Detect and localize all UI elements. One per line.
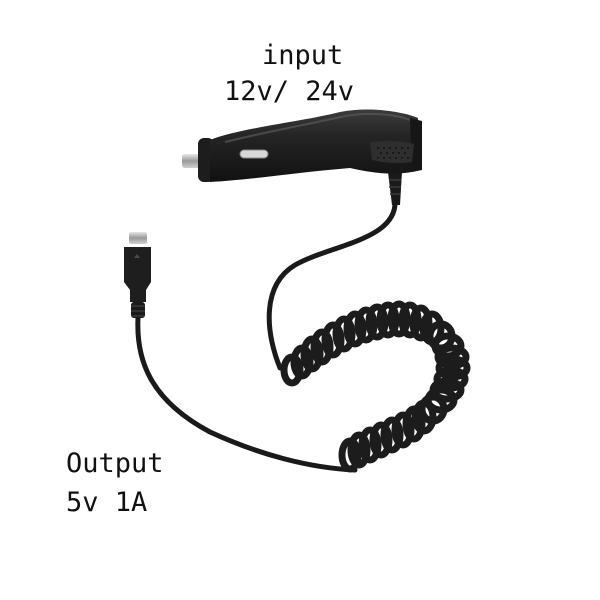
straight-cable	[135, 315, 358, 473]
upper-cable	[266, 197, 398, 371]
led-indicator-icon	[239, 149, 269, 159]
input-label: input	[262, 40, 344, 71]
output-rating-label: 5v 1A	[66, 487, 148, 518]
micro-usb-plug	[129, 232, 147, 244]
usb-logo-icon	[134, 254, 140, 258]
charger-body	[182, 109, 422, 182]
output-label: Output	[66, 448, 164, 479]
micro-usb-connector	[124, 232, 151, 318]
grip-texture	[370, 140, 414, 164]
input-voltage-label: 12v/ 24v	[224, 76, 355, 107]
strain-relief	[388, 172, 402, 205]
coiled-cable	[280, 300, 471, 473]
